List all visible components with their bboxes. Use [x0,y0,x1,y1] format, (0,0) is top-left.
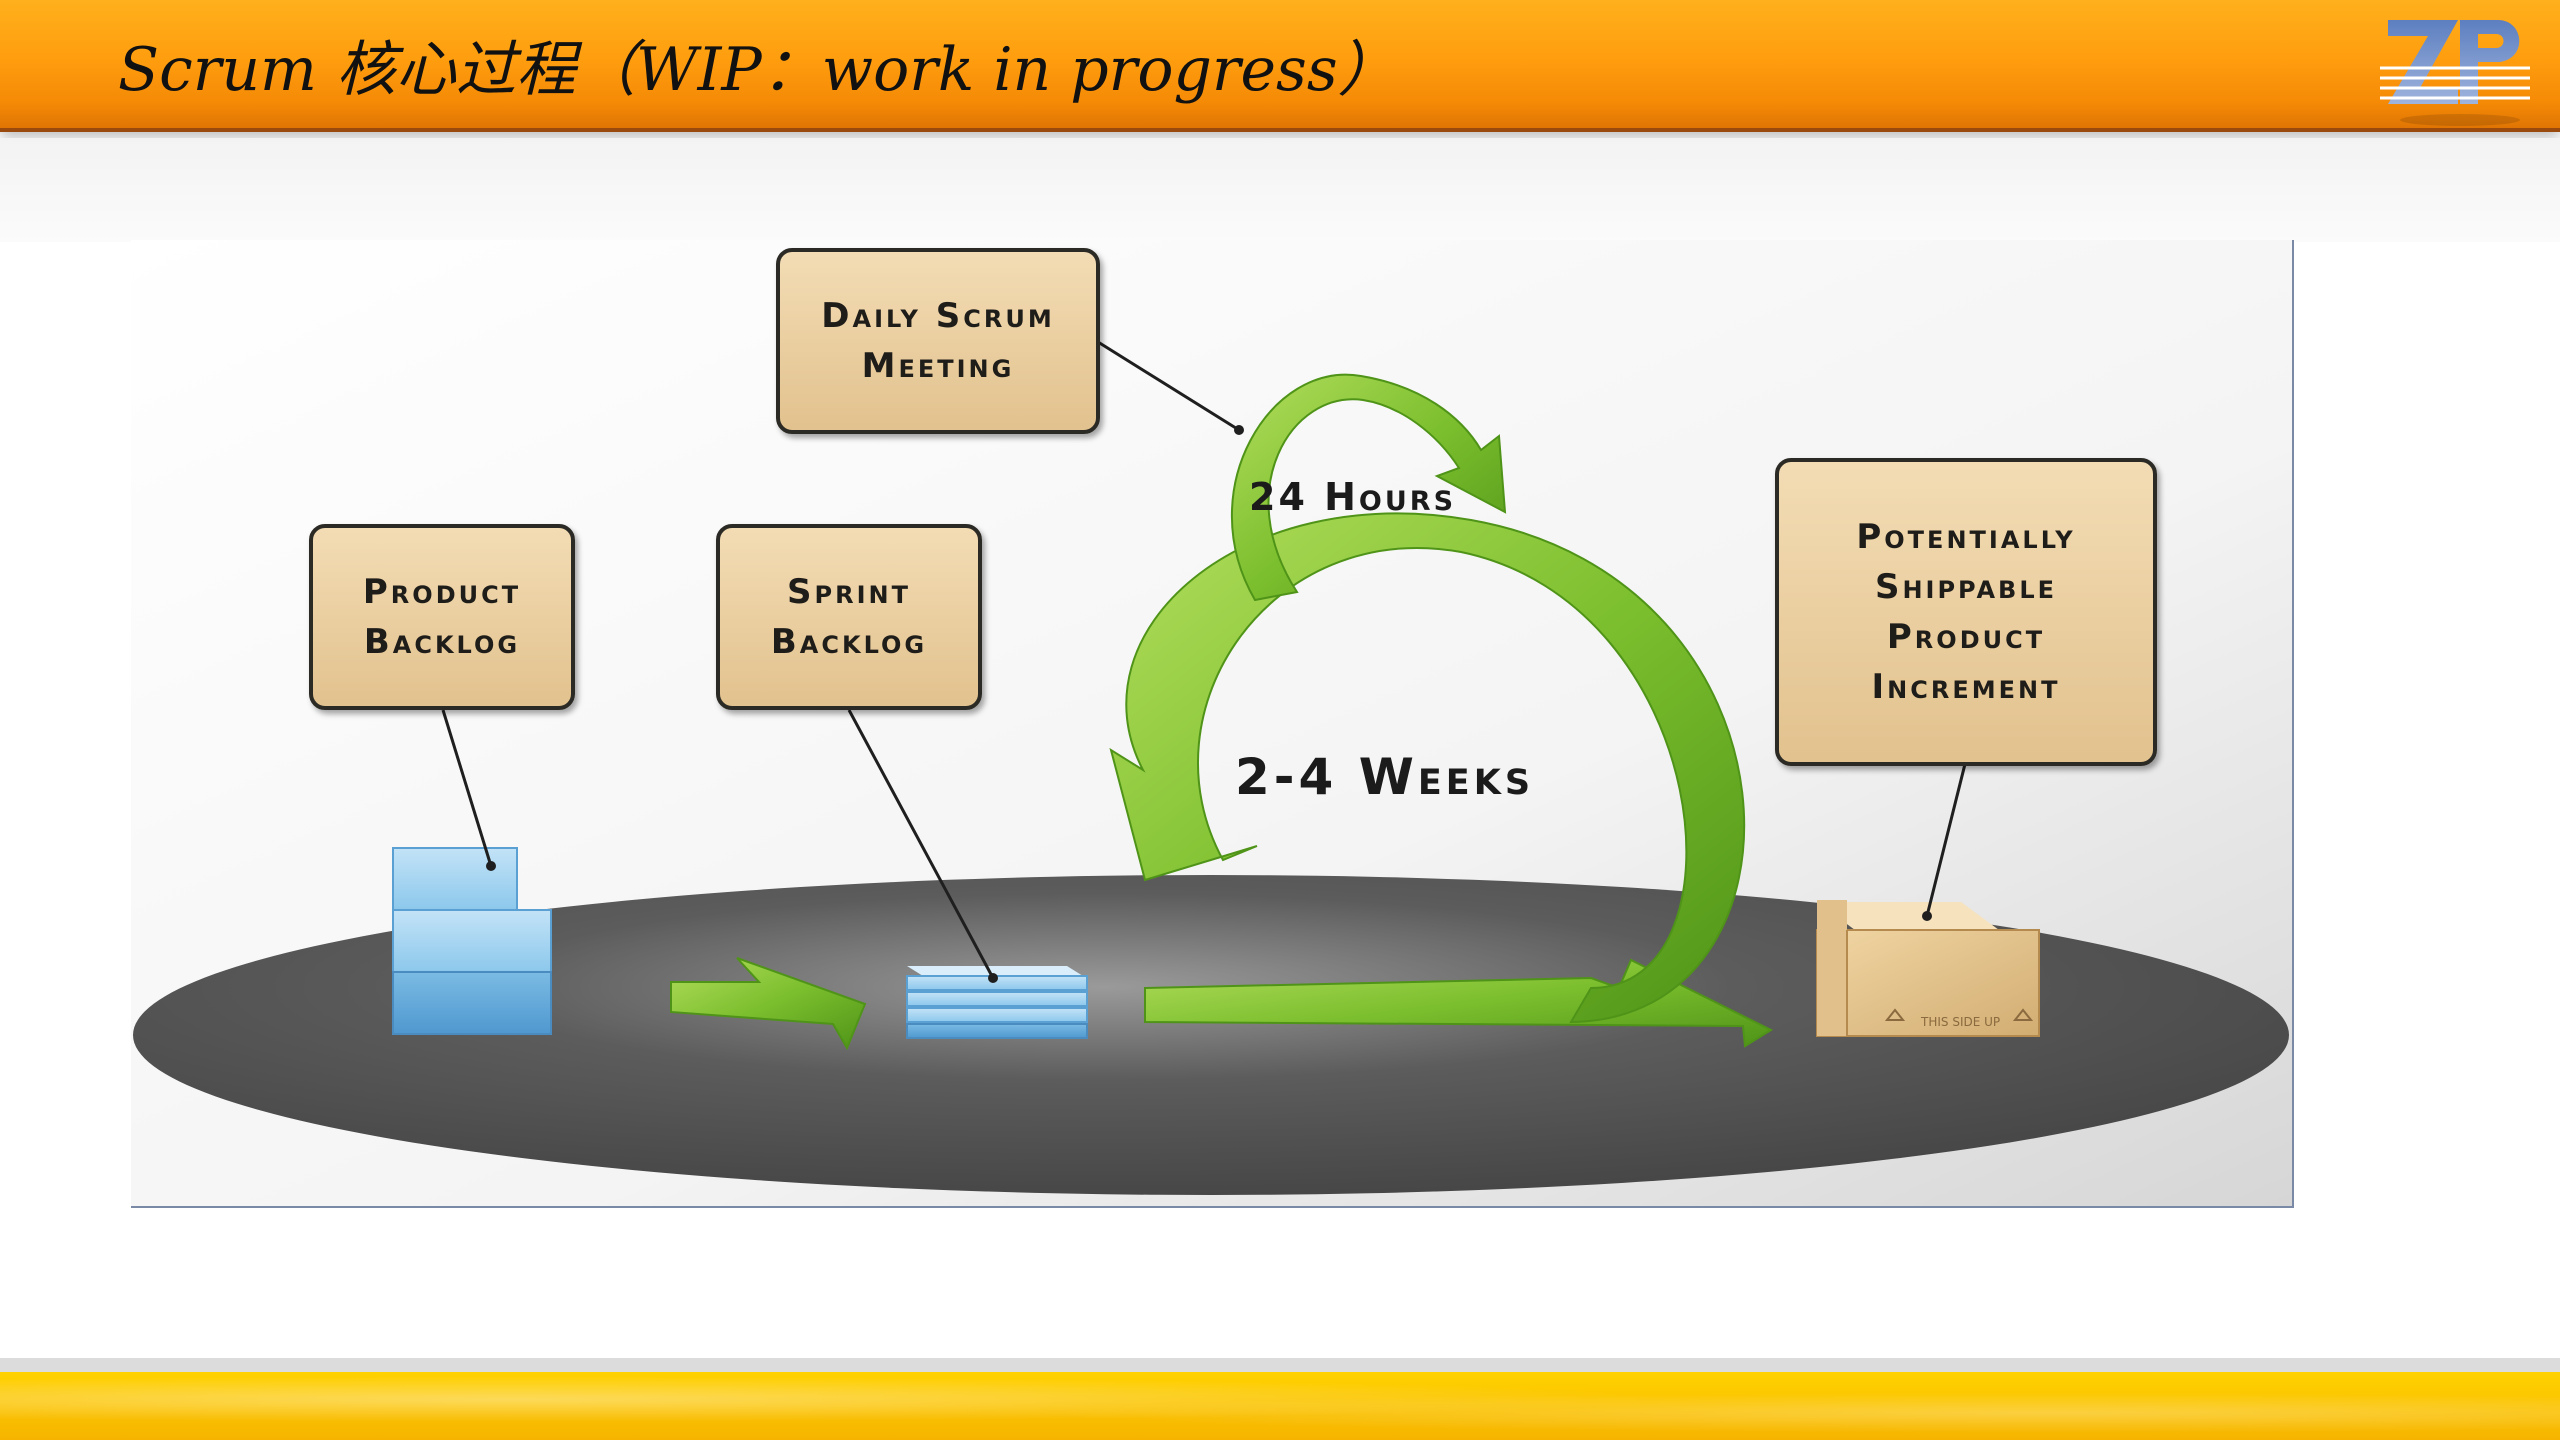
product-backlog-stack [392,847,552,1035]
slide-footer [0,1372,2560,1440]
sprint-backlog-stack [906,966,1088,1039]
footer-highlight [0,1372,2560,1440]
arrow-to-sprint-backlog [670,957,867,1051]
sprint-backlog-text: Sprint Backlog [770,572,928,662]
product-backlog-label: Product Backlog [309,524,575,710]
sprint-cycle-label: 2-4 Weeks [1235,748,1535,806]
sprint-cycle-arrow [1109,512,1746,1024]
daily-cycle-arrow [1230,373,1507,602]
footer-divider [0,1358,2560,1372]
scrum-process-diagram: THIS SIDE UP Daily Scrum Meeting Product… [131,240,2294,1208]
daily-scrum-meeting-label: Daily Scrum Meeting [776,248,1100,434]
connector-daily [1097,340,1240,432]
slide-header: Scrum 核心过程（WIP：work in progress） [0,0,2560,128]
company-logo [2380,20,2530,126]
increment-label: Potentially Shippable Product Increment [1775,458,2157,766]
product-backlog-text: Product Backlog [362,572,522,662]
header-subband [0,138,2560,242]
slide-title: Scrum 核心过程（WIP：work in progress） [118,35,1398,105]
connector-product [441,709,493,867]
shipping-box: THIS SIDE UP [1816,900,2040,1037]
arrow-to-increment [1144,958,1774,1048]
daily-scrum-meeting-text: Daily Scrum Meeting [821,296,1055,386]
box-label: THIS SIDE UP [1920,1015,2000,1029]
sprint-backlog-label: Sprint Backlog [716,524,982,710]
increment-text: Potentially Shippable Product Increment [1856,517,2076,707]
connector-increment [1925,763,1967,917]
daily-cycle-label: 24 Hours [1249,475,1457,519]
floor-disc [133,875,2289,1195]
connector-sprint [847,709,995,979]
